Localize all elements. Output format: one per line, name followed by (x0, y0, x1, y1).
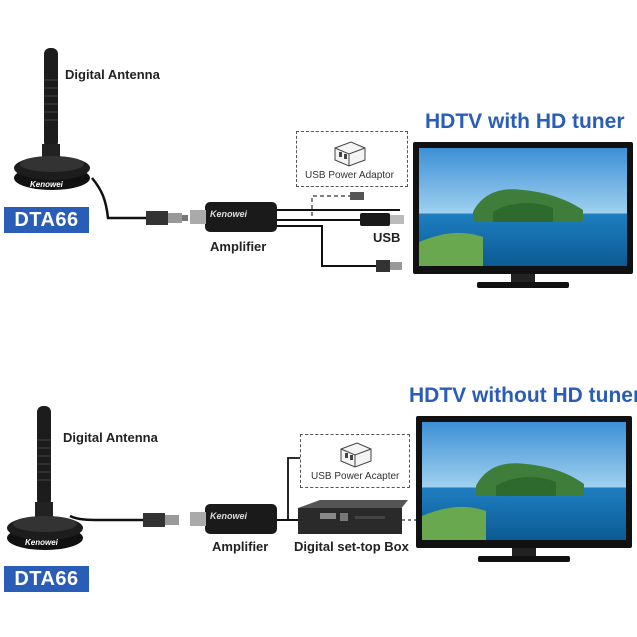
amplifier-label: Amplifier (212, 539, 269, 554)
antenna-label: Digital Antenna (63, 430, 158, 445)
antenna: Kenowei (3, 400, 83, 550)
amplifier-body (205, 202, 277, 232)
usb-label: USB (373, 230, 401, 245)
adapter-label: USB Power Adaptor (305, 170, 394, 181)
power-adapter-icon (340, 442, 372, 468)
hdtv-with-tuner (413, 142, 633, 292)
set-top-box-label: Digital set-top Box (294, 539, 409, 554)
hdtv-without-tuner (416, 416, 632, 566)
model-badge: DTA66 (4, 207, 89, 233)
adapter-label: USB Power Acapter (311, 471, 400, 482)
antenna-brand: Kenowei (25, 538, 58, 547)
model-badge: DTA66 (4, 566, 89, 592)
set-top-box (298, 500, 408, 534)
tv-heading: HDTV without HD tuner (409, 384, 637, 407)
antenna-label: Digital Antenna (65, 67, 160, 82)
power-adapter-icon (334, 141, 366, 167)
antenna-connector (146, 211, 188, 225)
usb-power-adapter-box: USB Power Adaptor (296, 131, 408, 187)
tv-connector (376, 260, 402, 272)
usb-power-adapter-box: USB Power Acapter (300, 434, 410, 488)
antenna: Kenowei (12, 40, 92, 190)
antenna-connector (143, 513, 179, 527)
amplifier-body (205, 504, 277, 534)
amplifier-brand: Kenowei (210, 209, 248, 219)
tv-heading: HDTV with HD tuner (425, 110, 625, 133)
usb-plug (360, 213, 404, 226)
amplifier-label: Amplifier (210, 239, 267, 254)
amplifier-brand: Kenowei (210, 511, 248, 521)
antenna-brand: Kenowei (30, 180, 63, 189)
